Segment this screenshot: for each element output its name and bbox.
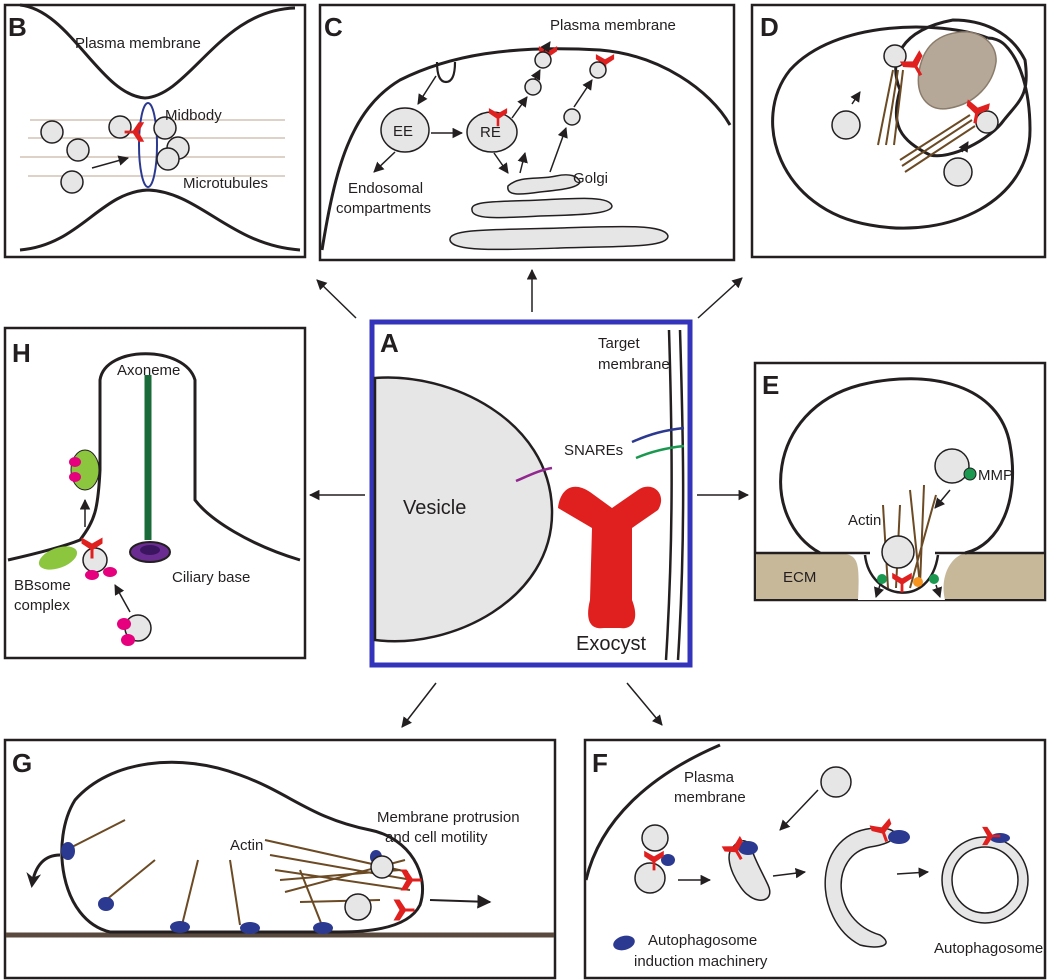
panel-a-vesicle xyxy=(373,376,554,643)
panel-d: D xyxy=(750,3,1047,259)
invadopodium-cell xyxy=(779,377,1015,555)
snares-label: SNAREs xyxy=(564,442,623,459)
golgi-cisterna-3 xyxy=(449,225,669,251)
midbody-label: Midbody xyxy=(165,107,222,124)
panel-e-letter: E xyxy=(762,370,779,400)
bbsome-lower xyxy=(38,546,78,570)
arrow-to-f xyxy=(626,682,663,726)
panel-g: G Actin Membr xyxy=(3,738,557,980)
endosomal-label-2: compartments xyxy=(336,200,431,217)
panel-b-vesicles xyxy=(40,115,190,194)
panel-c-membrane xyxy=(320,47,732,251)
target-label-1: Target xyxy=(598,335,641,352)
panel-g-letter: G xyxy=(12,748,32,778)
ciliary-base-label: Ciliary base xyxy=(172,569,250,586)
autophagosome-label: Autophagosome xyxy=(934,940,1043,957)
target-membrane-inner xyxy=(676,329,685,661)
midbody-ring xyxy=(138,102,158,188)
panel-g-actin-label: Actin xyxy=(230,837,263,854)
golgi-label: Golgi xyxy=(573,170,608,187)
arrow-to-b xyxy=(316,279,357,319)
panel-c-frame xyxy=(318,3,736,262)
panel-b-plasma-label: Plasma membrane xyxy=(75,35,201,52)
panel-h: H Axoneme Ciliary base BBsome complex xyxy=(3,326,307,660)
connector-arrows xyxy=(308,268,750,728)
panel-c-arrows xyxy=(373,41,593,174)
arrow-to-g xyxy=(401,682,437,728)
panel-h-frame xyxy=(3,326,307,660)
panel-c: C EE RE Plasma membrane Golgi xyxy=(318,3,736,262)
ciliary-base-core xyxy=(140,545,160,555)
target-membrane-outer xyxy=(664,329,673,661)
ee-label: EE xyxy=(393,123,413,140)
migrating-cell xyxy=(60,760,425,934)
cilium-membrane xyxy=(7,352,301,562)
golgi-cisterna-1 xyxy=(507,174,581,195)
early-endosome xyxy=(380,107,430,153)
phagophore-2 xyxy=(824,827,897,948)
panel-g-adhesions xyxy=(61,842,382,934)
panel-b-arrow xyxy=(91,155,130,169)
panel-b-lower-membrane xyxy=(19,188,301,252)
induction-machinery-legend xyxy=(613,935,635,951)
motility-arrow xyxy=(429,894,492,909)
vesicle-label: Vesicle xyxy=(403,497,466,519)
snare-target-2 xyxy=(635,444,685,460)
endosomal-label-1: Endosomal xyxy=(348,180,423,197)
panel-b: B Plasma membrane Midbody Microtubules xyxy=(3,3,307,259)
panel-d-actin xyxy=(877,69,976,173)
panel-b-upper-membrane xyxy=(19,3,296,100)
panel-b-letter: B xyxy=(8,12,27,42)
endocytic-pit xyxy=(435,61,457,84)
panel-f-letter: F xyxy=(592,748,608,778)
panel-d-letter: D xyxy=(760,12,779,42)
induction-label-2: induction machinery xyxy=(634,953,768,970)
snare-vesicle xyxy=(515,466,553,483)
microtubules-label: Microtubules xyxy=(183,175,268,192)
induction-label-1: Autophagosome xyxy=(648,932,757,949)
panel-c-plasma-label: Plasma membrane xyxy=(550,17,676,34)
mmp-label: MMP xyxy=(978,467,1013,484)
panel-f: F Plasma membrane Autophagosome Autophag… xyxy=(583,738,1047,980)
panel-a-letter: A xyxy=(380,328,399,358)
panel-f-plasma-membrane xyxy=(584,743,721,881)
re-label: RE xyxy=(480,124,501,141)
panel-a: A Vesicle Target membrane SNAREs Exocyst xyxy=(369,319,693,668)
retraction-arrow xyxy=(26,853,61,888)
golgi-cisterna-2 xyxy=(471,197,613,219)
exocyst-label: Exocyst xyxy=(576,633,646,655)
bbsome-label-2: complex xyxy=(14,597,70,614)
bbsome-label-1: BBsome xyxy=(14,577,71,594)
exocyst-complex xyxy=(558,486,662,629)
panel-c-letter: C xyxy=(324,12,343,42)
bbsome-upper xyxy=(70,449,100,491)
panel-f-plasma-label-1: Plasma xyxy=(684,769,735,786)
ecm-label: ECM xyxy=(783,569,816,586)
protrusion-label-1: Membrane protrusion xyxy=(377,809,520,826)
axoneme-label: Axoneme xyxy=(117,362,180,379)
panel-h-letter: H xyxy=(12,338,31,368)
panel-e-actin-label: Actin xyxy=(848,512,881,529)
panel-f-plasma-label-2: membrane xyxy=(674,789,746,806)
autophagosome-inner xyxy=(951,846,1019,914)
snare-target-1 xyxy=(631,426,685,444)
target-label-2: membrane xyxy=(598,356,670,373)
engulfed-particle xyxy=(917,31,997,110)
arrow-to-d xyxy=(697,277,743,319)
panel-e: E MMP Actin ECM xyxy=(753,361,1047,602)
protrusion-label-2: and cell motility xyxy=(385,829,488,846)
panel-g-frame xyxy=(3,738,557,980)
